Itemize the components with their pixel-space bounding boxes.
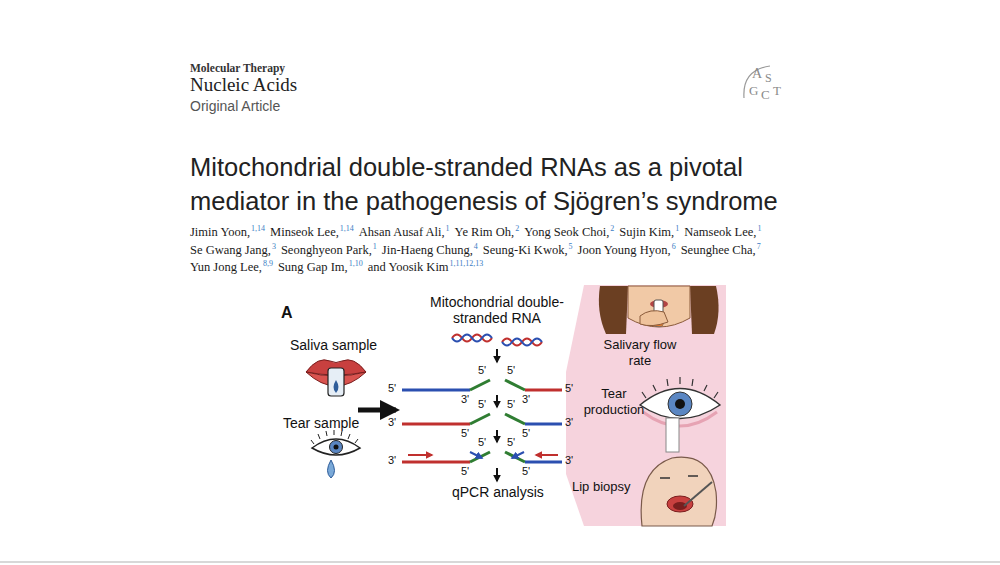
affiliation-number: 4 [474,242,478,251]
author-name: Jimin Yoon, [190,225,250,239]
strand-end-label: 5' [478,398,486,411]
affiliation-number: 2 [610,224,614,233]
affiliation-number: 1,14 [340,224,354,233]
lip-biopsy-figure [641,457,716,526]
strand-end-label: 3' [565,416,573,429]
strand-end-label: 5' [478,436,486,449]
journal-series: Molecular Therapy [190,62,285,75]
strand-end-label: 5' [522,465,530,478]
primer-arrow [408,452,558,458]
affiliation-number: 6 [672,242,676,251]
strand-end-label: 5' [565,382,573,395]
logo-letter: T [773,84,781,99]
affiliation-number: 1,10 [349,259,363,268]
figure-label: Mitochondrial double-stranded RNA [422,294,572,326]
strand-end-label: 5' [507,364,515,377]
flow-arrow [358,408,396,413]
logo-letter: C [761,88,770,103]
strand-end-label: 5' [461,465,469,478]
author-name: Minseok Lee, [270,225,339,239]
affiliation-number: 2 [515,224,519,233]
pink-panel [566,285,726,526]
figure-label: Tear production [578,386,650,418]
affiliation-number: 1,11,12,13 [450,259,484,268]
author-name: Yun Jong Lee, [190,260,262,274]
schirmer-test-figure [640,377,720,452]
strand-end-label: 3' [565,454,573,467]
author-name: Joon Young Hyon, [578,243,671,257]
journal-name: Nucleic Acids [190,74,297,96]
author-name: Sujin Kim, [619,225,674,239]
panel-letter: A [281,304,293,322]
author-name: Ye Rim Oh, [455,225,515,239]
figure-label: Salivary flow rate [600,337,680,369]
figure-label: qPCR analysis [452,484,544,500]
strand-end-label: 5' [478,364,486,377]
strand-end-label: 5' [507,398,515,411]
affiliation-number: 3 [272,242,276,251]
strand-end-label: 3' [388,454,396,467]
figure-label: Saliva sample [290,337,377,353]
affiliation-number: 1 [757,224,761,233]
author-name: Jin-Haeng Chung, [382,243,473,257]
author-name: Yong Seok Choi, [524,225,609,239]
author-name: Seonghyeon Park, [281,243,372,257]
author-name: Namseok Lee, [684,225,756,239]
page-edge [0,561,1000,563]
affiliation-number: 1,14 [251,224,265,233]
strand-end-label: 3' [461,393,469,406]
eye-icon [311,430,360,478]
strand-end-label: 5' [522,427,530,440]
author-line: Yun Jong Lee,8,9 Sung Gap Im,1,10 and Yoos… [190,259,488,275]
affiliation-number: 7 [757,242,761,251]
affiliation-number: 1 [446,224,450,233]
affiliation-number: 1 [373,242,377,251]
article-type: Original Article [190,98,280,114]
logo-letter: G [749,84,758,99]
affiliation-number: 5 [569,242,573,251]
author-line: Se Gwang Jang,3 Seonghyeon Park,1 Jin-Haen… [190,242,766,258]
author-name: and Yoosik Kim [368,260,449,274]
strand-end-label: 3' [522,393,530,406]
affiliation-number: 1 [675,224,679,233]
strand-end-label: 5' [388,382,396,395]
author-name: Ahsan Ausaf Ali, [359,225,445,239]
step-arrow [496,349,498,481]
author-line: Jimin Yoon,1,14Minseok Lee,1,14Ahsan Aus… [190,224,766,240]
logo-letter: S [765,72,772,86]
strand-end-label: 5' [461,427,469,440]
figure-label: Tear sample [283,415,359,431]
author-name: Seung-Ki Kwok, [483,243,568,257]
logo-letter: A [752,66,762,82]
article-title: Mitochondrial double-stranded RNAs as a … [190,150,840,218]
saliva-test-figure [599,286,719,334]
strand-end-label: 5' [507,436,515,449]
strand [402,380,562,462]
author-name: Se Gwang Jang, [190,243,271,257]
affiliation-number: 8,9 [263,259,273,268]
author-name: Seunghee Cha, [681,243,756,257]
lips-icon [306,360,366,396]
strand-end-label: 3' [388,416,396,429]
author-name: Sung Gap Im, [278,260,348,274]
dsrna-helix [452,335,542,346]
figure-label: Lip biopsy [572,480,631,495]
